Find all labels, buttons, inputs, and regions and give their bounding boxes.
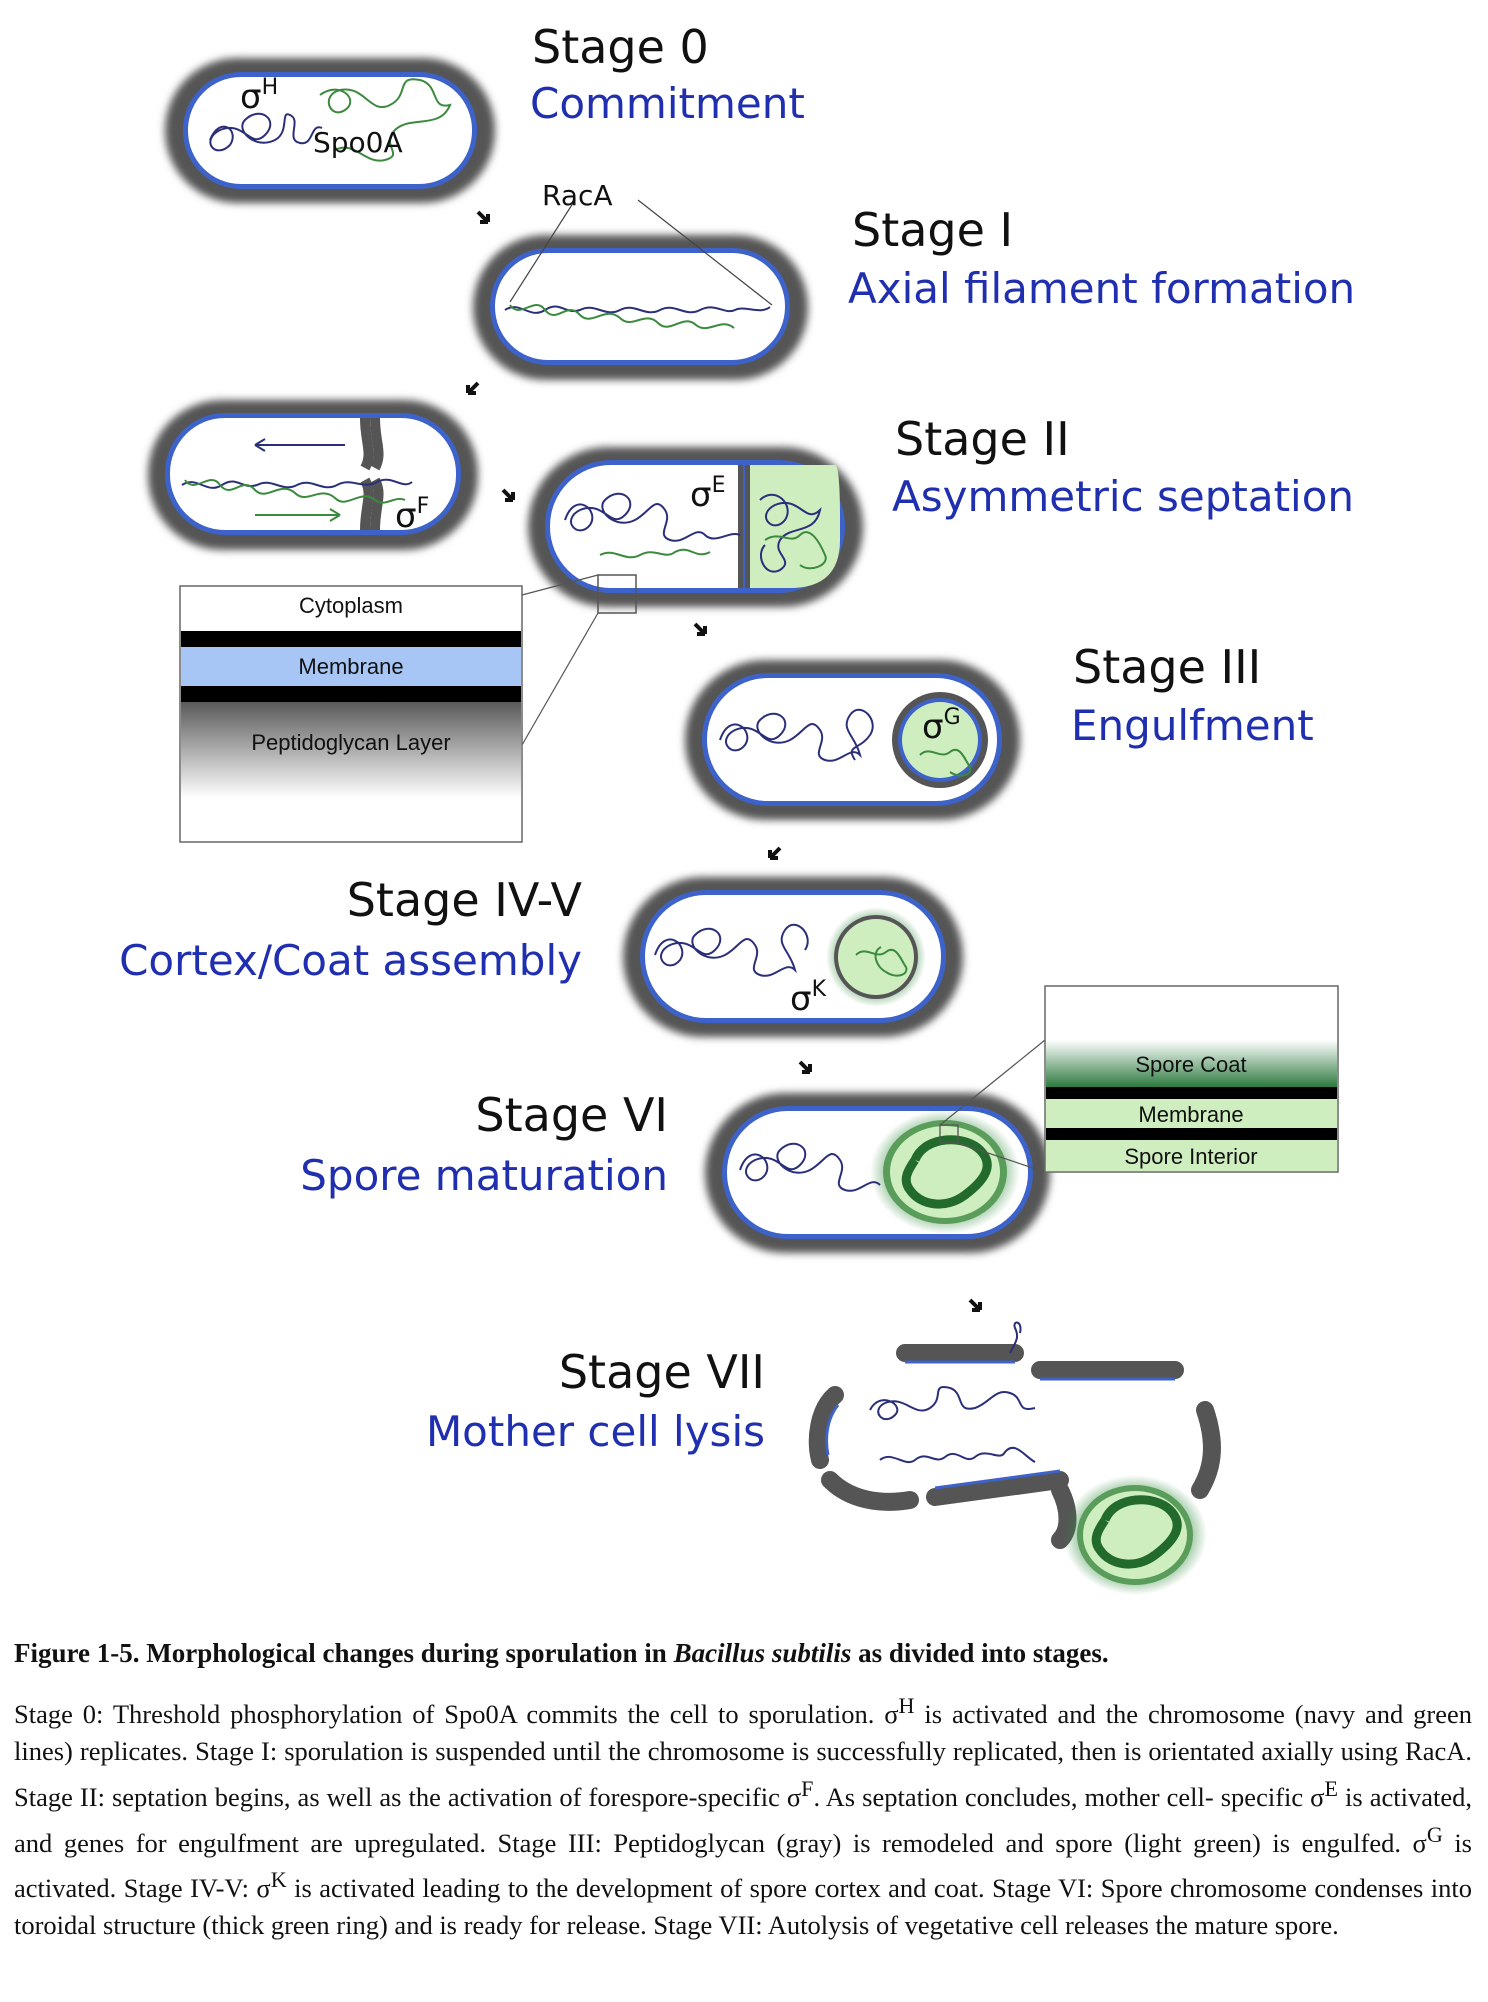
stage-6-desc: Spore maturation	[300, 1151, 668, 1200]
stage-4-5-title: Stage IV-V	[347, 873, 583, 927]
raca-label: RacA	[542, 179, 613, 212]
stage-7-title: Stage VII	[559, 1345, 765, 1399]
arrow-icon	[798, 1060, 812, 1074]
stage-2-septating-cell: σF	[148, 400, 478, 550]
inset-cytoplasm-label: Cytoplasm	[299, 593, 403, 618]
stage-2-cell: σE	[521, 447, 863, 746]
spo0a-label: Spo0A	[313, 126, 403, 159]
figure-caption: Figure 1-5. Morphological changes during…	[14, 1638, 1472, 1944]
stage-4-5-sigma: σK	[790, 977, 827, 1019]
stage-2-title: Stage II	[895, 412, 1070, 466]
stage-3-cell: σG	[685, 660, 1020, 820]
stage-1-desc: Axial filament formation	[848, 264, 1355, 313]
stage-4-5-desc: Cortex/Coat assembly	[119, 936, 582, 985]
stage-2-sigma-e: σE	[690, 473, 725, 515]
stage-7-desc: Mother cell lysis	[426, 1407, 765, 1456]
stage-1-cell: RacA	[473, 179, 808, 380]
stage-6-cell	[705, 1039, 1050, 1253]
stage-0-desc: Commitment	[530, 79, 805, 128]
arrow-icon	[476, 210, 490, 224]
stage-3-title: Stage III	[1073, 640, 1261, 694]
stage-4-5-cell: σK	[623, 877, 963, 1037]
cell-envelope-inset: Cytoplasm Membrane Peptidoglycan Layer	[179, 585, 523, 843]
inset-membrane-label: Membrane	[298, 654, 403, 679]
stage-0-cell: σH Spo0A	[165, 58, 495, 203]
stage-0-sigma: σH	[240, 75, 278, 117]
stage-1-title: Stage I	[852, 203, 1013, 257]
sporulation-diagram: σH Spo0A Stage 0 Commitment RacA Stage I…	[119, 20, 1355, 1595]
stage-7-lysed-cell	[808, 1321, 1221, 1595]
stage-6-title: Stage VI	[475, 1088, 668, 1142]
arrow-icon	[693, 622, 707, 636]
spore-envelope-inset: Spore Coat Membrane Spore Interior	[1044, 985, 1339, 1173]
arrow-icon	[501, 488, 515, 502]
arrow-icon	[466, 381, 480, 395]
stage-2-sigma-f: σF	[395, 494, 429, 536]
arrow-icon	[768, 846, 782, 860]
arrow-icon	[968, 1298, 982, 1312]
inset-spore-coat-label: Spore Coat	[1135, 1052, 1246, 1077]
stage-2-desc: Asymmetric septation	[892, 472, 1354, 521]
inset-spore-interior-label: Spore Interior	[1124, 1144, 1257, 1169]
caption-title: Figure 1-5. Morphological changes during…	[14, 1638, 1109, 1668]
inset-peptidoglycan-label: Peptidoglycan Layer	[251, 730, 450, 755]
stage-3-desc: Engulfment	[1071, 701, 1314, 750]
stage-0-title: Stage 0	[532, 20, 709, 74]
stage-3-sigma: σG	[922, 705, 961, 747]
inset-spore-membrane-label: Membrane	[1138, 1102, 1243, 1127]
caption-body: Stage 0: Threshold phosphorylation of Sp…	[14, 1693, 1473, 1941]
